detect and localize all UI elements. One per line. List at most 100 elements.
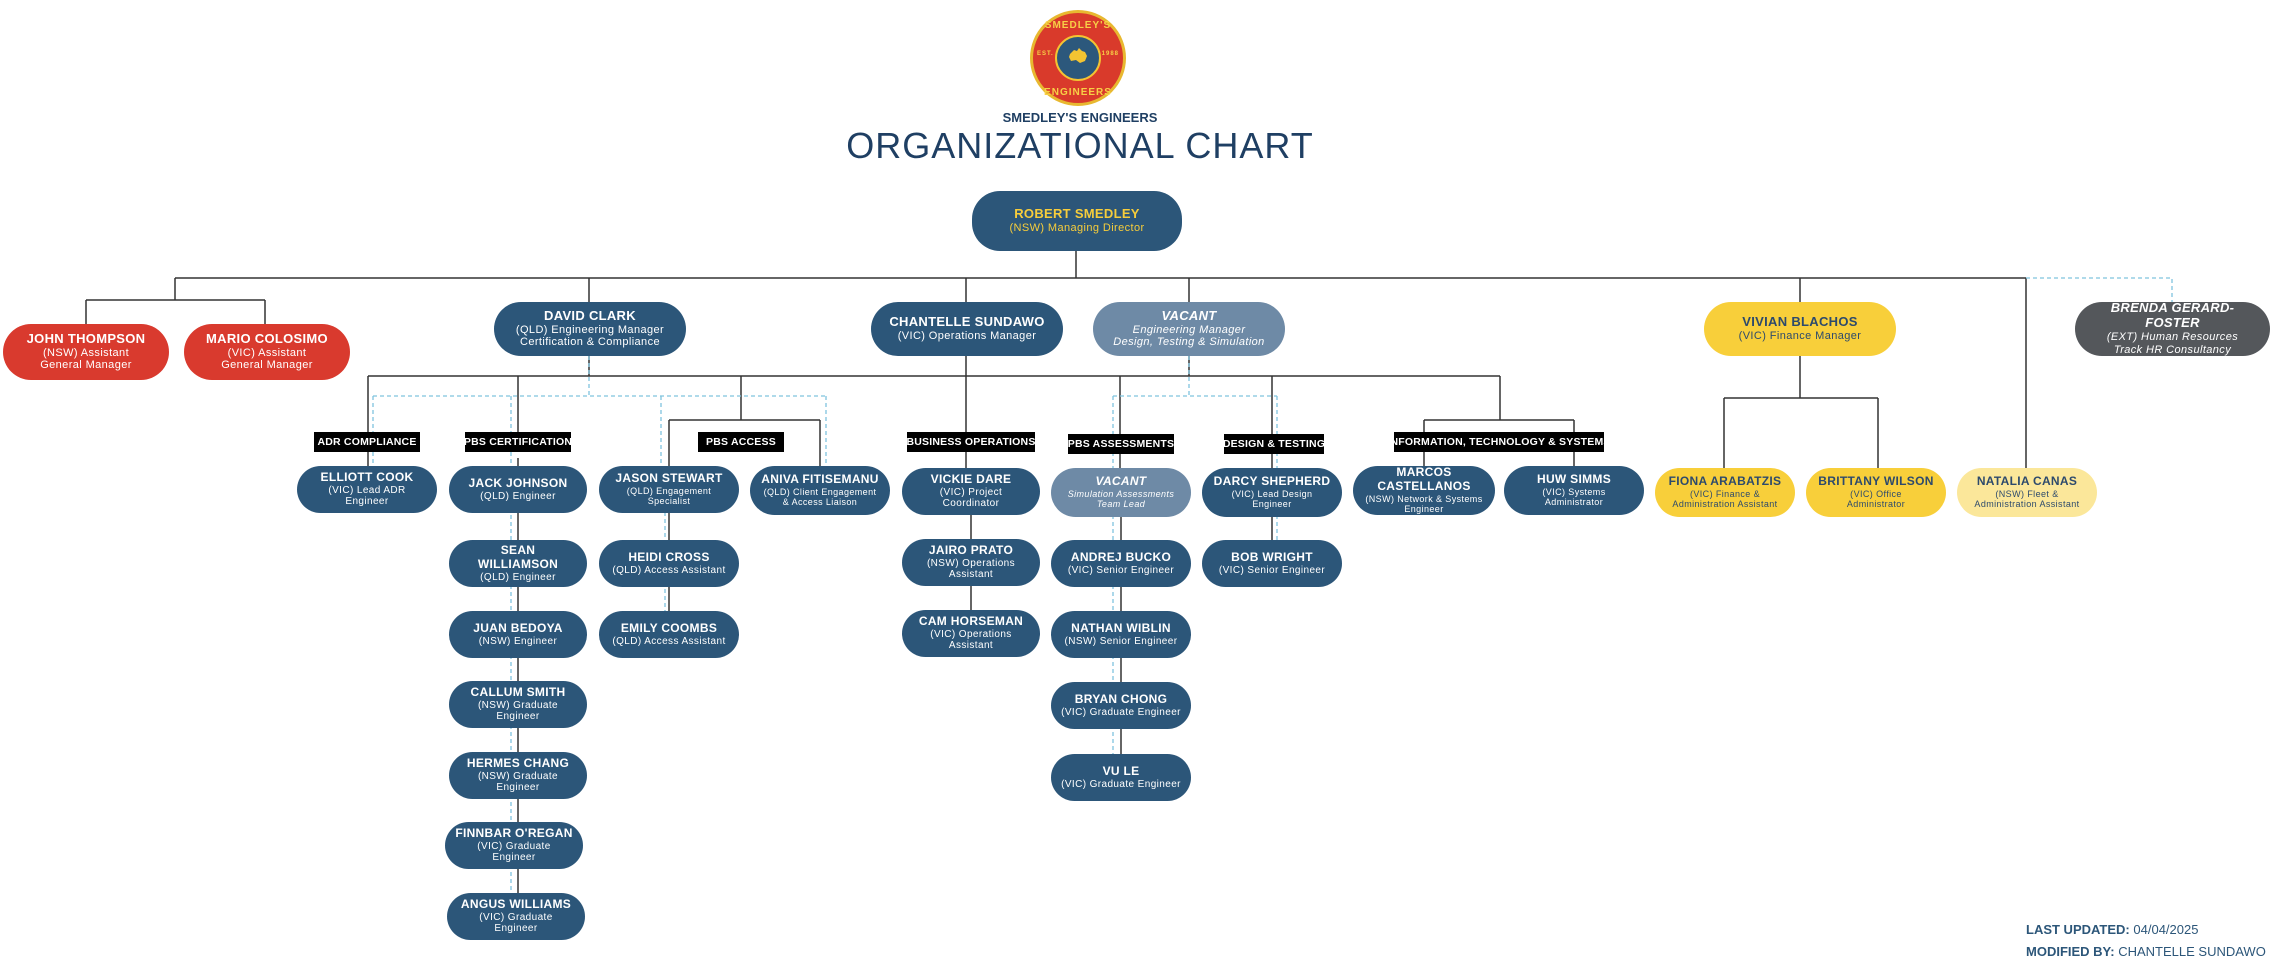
node-role: (EXT) Human Resources (2106, 331, 2239, 344)
org-node-ceo[interactable]: ROBERT SMEDLEY (NSW) Managing Director (972, 191, 1182, 251)
org-node-vu-le[interactable]: VU LE (VIC) Graduate Engineer (1051, 754, 1191, 801)
node-role: (VIC) Senior Engineer (1218, 564, 1326, 576)
node-name: HUW SIMMS (1536, 472, 1612, 487)
node-role: (QLD) Engagement Specialist (626, 486, 712, 507)
org-node-jairo-prato[interactable]: JAIRO PRATO (NSW) Operations Assistant (902, 539, 1040, 586)
node-role: Administrator (1846, 499, 1906, 510)
node-name: JACK JOHNSON (468, 475, 568, 490)
last-updated: LAST UPDATED: 04/04/2025 (2026, 922, 2198, 937)
org-node-jack-johnson[interactable]: JACK JOHNSON (QLD) Engineer (449, 466, 587, 513)
org-node-bob-wright[interactable]: BOB WRIGHT (VIC) Senior Engineer (1202, 540, 1342, 587)
node-name: JASON STEWART (615, 471, 723, 486)
node-name: CHANTELLE SUNDAWO (889, 314, 1045, 330)
node-name: DARCY SHEPHERD (1213, 474, 1331, 489)
org-node-hermes-chang[interactable]: HERMES CHANG (NSW) Graduate Engineer (449, 752, 587, 799)
org-node-fiona-arabatzis[interactable]: FIONA ARABATZIS (VIC) Finance & Administ… (1655, 468, 1795, 517)
node-name: MARCOS CASTELLANOS (1377, 465, 1471, 494)
node-role: Track HR Consultancy (2113, 343, 2232, 356)
org-node-callum-smith[interactable]: CALLUM SMITH (NSW) Graduate Engineer (449, 681, 587, 728)
logo-top-text: SMEDLEY'S (1044, 20, 1112, 31)
group-header-it-systems: INFORMATION, TECHNOLOGY & SYSTEMS (1387, 432, 1610, 452)
org-node-cam-horseman[interactable]: CAM HORSEMAN (VIC) Operations Assistant (902, 610, 1040, 657)
org-node-vacant-simulation-lead[interactable]: VACANT Simulation Assessments Team Lead (1051, 468, 1191, 517)
node-name: ANDREJ BUCKO (1070, 549, 1172, 564)
org-node-emily-coombs[interactable]: EMILY COOMBS (QLD) Access Assistant (599, 611, 739, 658)
node-name: FINNBAR O'REGAN (455, 826, 573, 841)
company-name: SMEDLEY'S ENGINEERS (1002, 110, 1158, 125)
node-role: (VIC) Operations Manager (897, 330, 1037, 343)
node-name: VACANT (1095, 474, 1147, 489)
company-logo: SMEDLEY'S EST. 1988 ENGINEERS (1030, 10, 1126, 106)
node-role: (QLD) Access Assistant (612, 635, 726, 647)
node-role: (NSW) Assistant (42, 346, 130, 359)
org-node-vacant-engineering-manager[interactable]: VACANT Engineering Manager Design, Testi… (1093, 302, 1285, 356)
node-name: VU LE (1102, 763, 1140, 778)
org-node-aniva-fitisemanu[interactable]: ANIVA FITISEMANU (QLD) Client Engagement… (750, 466, 890, 515)
node-role: (VIC) Graduate Engineer (479, 911, 553, 935)
node-role: (VIC) Finance Manager (1738, 330, 1862, 343)
node-role: General Manager (40, 359, 132, 372)
org-node-natalia-canas[interactable]: NATALIA CANAS (NSW) Fleet & Administrati… (1957, 468, 2097, 517)
node-role: Certification & Compliance (519, 336, 660, 349)
node-role: (NSW) Engineer (478, 635, 558, 647)
org-node-vickie-dare[interactable]: VICKIE DARE (VIC) Project Coordinator (902, 468, 1040, 515)
logo-est-left: EST. (1037, 51, 1054, 57)
logo-emblem (1055, 35, 1101, 81)
org-node-marcos-castellanos[interactable]: MARCOS CASTELLANOS (NSW) Network & Syste… (1353, 466, 1495, 515)
node-role: Engineer (1404, 504, 1444, 515)
node-name: FIONA ARABATZIS (1668, 474, 1782, 489)
node-role: (NSW) Graduate Engineer (477, 699, 559, 723)
modified-by: MODIFIED BY: CHANTELLE SUNDAWO (2026, 944, 2266, 959)
node-role: General Manager (221, 359, 313, 372)
group-header-pbs-access: PBS ACCESS (698, 432, 784, 452)
node-role: Engineer (1252, 499, 1292, 510)
org-node-david-clark[interactable]: DAVID CLARK (QLD) Engineering Manager Ce… (494, 302, 686, 356)
org-node-juan-bedoya[interactable]: JUAN BEDOYA (NSW) Engineer (449, 611, 587, 658)
node-name: ELLIOTT COOK (320, 470, 414, 485)
org-node-brenda-gerard-foster[interactable]: BRENDA GERARD-FOSTER (EXT) Human Resourc… (2075, 300, 2270, 356)
node-name: CAM HORSEMAN (918, 614, 1024, 629)
node-name: HEIDI CROSS (628, 549, 710, 564)
org-node-elliott-cook[interactable]: ELLIOTT COOK (VIC) Lead ADR Engineer (297, 466, 437, 513)
org-node-jason-stewart[interactable]: JASON STEWART (QLD) Engagement Specialis… (599, 466, 739, 513)
node-role: (VIC) Assistant (227, 346, 307, 359)
node-name: JUAN BEDOYA (473, 620, 563, 635)
node-role: (QLD) Engineer (480, 490, 556, 502)
org-node-sean-williamson[interactable]: SEAN WILLIAMSON (QLD) Engineer (449, 540, 587, 587)
org-node-chantelle-sundawo[interactable]: CHANTELLE SUNDAWO (VIC) Operations Manag… (871, 302, 1063, 356)
node-name: VACANT (1161, 307, 1217, 323)
org-node-angus-williams[interactable]: ANGUS WILLIAMS (VIC) Graduate Engineer (447, 893, 585, 940)
last-updated-value: 04/04/2025 (2133, 922, 2199, 937)
org-node-huw-simms[interactable]: HUW SIMMS (VIC) Systems Administrator (1504, 466, 1644, 515)
node-name: ANIVA FITISEMANU (761, 472, 879, 487)
org-node-john-thompson[interactable]: JOHN THOMPSON (NSW) Assistant General Ma… (3, 324, 169, 380)
org-node-andrej-bucko[interactable]: ANDREJ BUCKO (VIC) Senior Engineer (1051, 540, 1191, 587)
group-header-design-testing: DESIGN & TESTING (1223, 434, 1325, 454)
logo-bottom-text: ENGINEERS (1044, 87, 1112, 98)
node-name: VIVIAN BLACHOS (1742, 314, 1858, 330)
australia-map-icon (1069, 48, 1087, 63)
org-node-nathan-wiblin[interactable]: NATHAN WIBLIN (NSW) Senior Engineer (1051, 611, 1191, 658)
node-role: (NSW) Senior Engineer (1064, 635, 1178, 647)
org-node-darcy-shepherd[interactable]: DARCY SHEPHERD (VIC) Lead Design Enginee… (1202, 468, 1342, 517)
org-node-heidi-cross[interactable]: HEIDI CROSS (QLD) Access Assistant (599, 540, 739, 587)
org-node-bryan-chong[interactable]: BRYAN CHONG (VIC) Graduate Engineer (1051, 682, 1191, 729)
node-name: BRYAN CHONG (1074, 691, 1168, 706)
node-name: BOB WRIGHT (1231, 549, 1313, 564)
org-node-mario-colosimo[interactable]: MARIO COLOSIMO (VIC) Assistant General M… (184, 324, 350, 380)
node-role: (QLD) Client Engagement (763, 487, 877, 498)
org-node-finnbar-oregan[interactable]: FINNBAR O'REGAN (VIC) Graduate Engineer (445, 822, 583, 869)
node-name: ANGUS WILLIAMS (460, 897, 572, 912)
node-role: Administration Assistant (1672, 499, 1778, 510)
org-node-vivian-blachos[interactable]: VIVIAN BLACHOS (VIC) Finance Manager (1704, 302, 1896, 356)
node-name: BRENDA GERARD-FOSTER (2110, 300, 2235, 331)
node-role: (VIC) Systems Administrator (1542, 487, 1606, 508)
node-role: Team Lead (1096, 499, 1146, 510)
node-role: Design, Testing & Simulation (1113, 336, 1265, 349)
node-role: (VIC) Operations Assistant (930, 628, 1012, 652)
node-name: BRITTANY WILSON (1818, 474, 1934, 489)
node-role: (VIC) Lead Design (1231, 489, 1313, 500)
org-node-brittany-wilson[interactable]: BRITTANY WILSON (VIC) Office Administrat… (1806, 468, 1946, 517)
node-name: NATHAN WIBLIN (1071, 620, 1171, 635)
node-name: HERMES CHANG (466, 756, 570, 771)
